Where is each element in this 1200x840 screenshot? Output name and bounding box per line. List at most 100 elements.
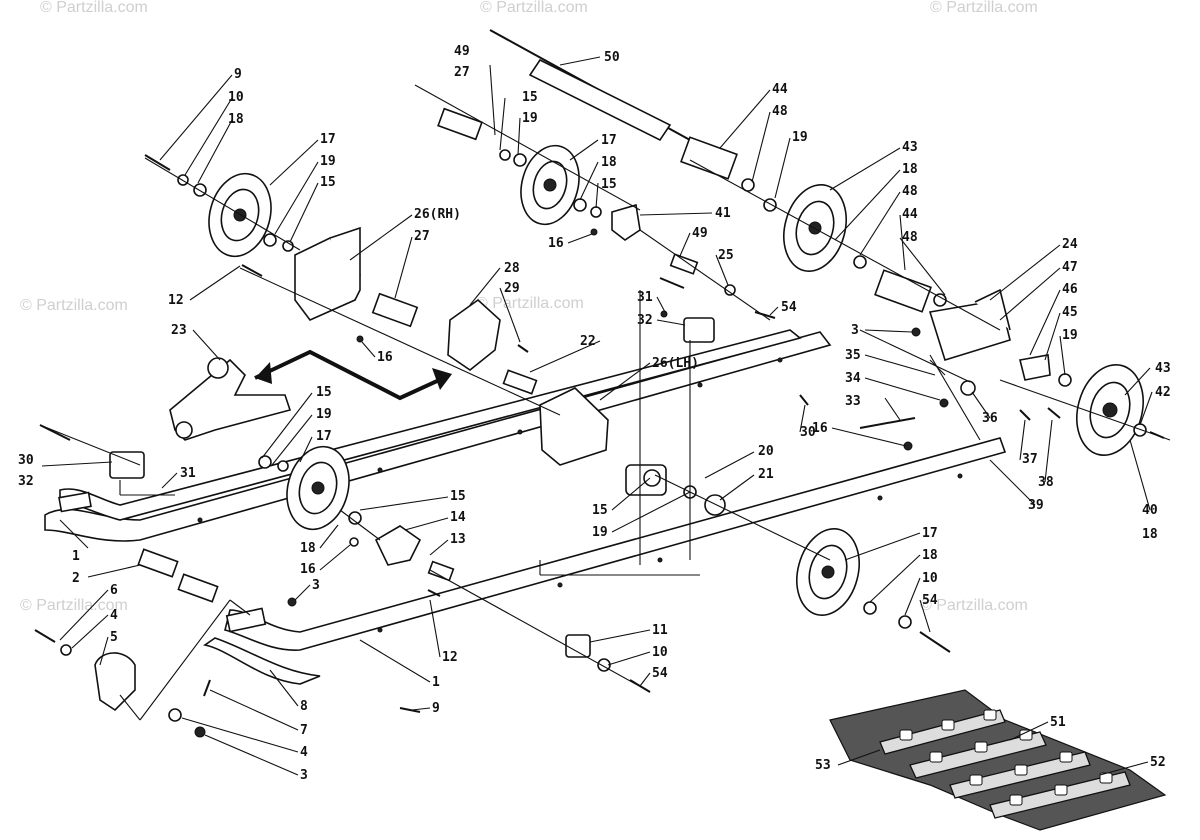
callout-16: 16 [377, 350, 393, 365]
callout-12: 12 [442, 650, 458, 665]
callout-19: 19 [320, 154, 336, 169]
watermark: © Partzilla.com [476, 295, 584, 312]
callout-37: 37 [1022, 452, 1038, 467]
callout-17: 17 [601, 133, 617, 148]
callout-35: 35 [845, 348, 861, 363]
callout-15: 15 [450, 489, 466, 504]
callout-29: 29 [504, 281, 520, 296]
callout-18: 18 [601, 155, 617, 170]
callout-42: 42 [1155, 385, 1171, 400]
callout-50: 50 [604, 50, 620, 65]
bracket-rh [294, 226, 361, 321]
callout-32: 32 [637, 313, 653, 328]
callout-21: 21 [758, 467, 774, 482]
watermark: © Partzilla.com [20, 597, 128, 614]
callout-2: 2 [72, 571, 80, 586]
blocks [109, 203, 715, 658]
callout-18: 18 [300, 541, 316, 556]
callout-9: 9 [432, 701, 440, 716]
callout-7: 7 [300, 723, 308, 738]
idler-wheel [286, 445, 350, 531]
callout-28: 28 [504, 261, 520, 276]
callout-6: 6 [110, 583, 118, 598]
callout-48: 48 [772, 104, 788, 119]
callout-30: 30 [18, 453, 34, 468]
callout-38: 38 [1038, 475, 1054, 490]
callout-51: 51 [1050, 715, 1066, 730]
callout-26-rh: 26(RH) [414, 207, 461, 222]
callout-47: 47 [1062, 260, 1078, 275]
callout-27: 27 [454, 65, 470, 80]
callout-9: 9 [234, 67, 242, 82]
callout-18: 18 [922, 548, 938, 563]
callout-34: 34 [845, 371, 861, 386]
callout-48: 48 [902, 184, 918, 199]
callout-10: 10 [922, 571, 938, 586]
callout-40: 40 [1142, 503, 1158, 518]
watermark: © Partzilla.com [480, 0, 588, 16]
callout-31: 31 [180, 466, 196, 481]
callout-3: 3 [300, 768, 308, 783]
callout-3: 3 [851, 323, 859, 338]
watermark: © Partzilla.com [20, 297, 128, 314]
callout-15: 15 [320, 175, 336, 190]
callout-19: 19 [316, 407, 332, 422]
watermark: © Partzilla.com [40, 0, 148, 16]
callout-43: 43 [902, 140, 918, 155]
clip [625, 464, 726, 516]
mount-plate [928, 288, 1051, 381]
callout-11: 11 [652, 623, 668, 638]
callout-15: 15 [522, 90, 538, 105]
callout-43: 43 [1155, 361, 1171, 376]
watermark: © Partzilla.com [920, 597, 1028, 614]
callout-45: 45 [1062, 305, 1078, 320]
idler-wheel [520, 144, 580, 226]
callout-1: 1 [432, 675, 440, 690]
callout-33: 33 [845, 394, 861, 409]
callout-4: 4 [110, 608, 118, 623]
bracket-lh [539, 387, 609, 466]
callout-24: 24 [1062, 237, 1078, 252]
callout-41: 41 [715, 206, 731, 221]
callout-54: 54 [922, 593, 938, 608]
callout-5: 5 [110, 630, 118, 645]
callout-54: 54 [781, 300, 797, 315]
callout-44: 44 [902, 207, 918, 222]
callout-49: 49 [692, 226, 708, 241]
callout-18: 18 [1142, 527, 1158, 542]
callout-14: 14 [450, 510, 466, 525]
callout-20: 20 [758, 444, 774, 459]
assembly-guides [119, 599, 251, 721]
watermark: © Partzilla.com [930, 0, 1038, 16]
callout-53: 53 [815, 758, 831, 773]
callout-23: 23 [171, 323, 187, 338]
idler-wheel [796, 527, 860, 617]
arm-bracket [447, 298, 501, 371]
callout-19: 19 [1062, 328, 1078, 343]
callout-18: 18 [902, 162, 918, 177]
idler-wheel [1076, 364, 1144, 456]
callout-15: 15 [592, 503, 608, 518]
callout-39: 39 [1028, 498, 1044, 513]
callout-49: 49 [454, 44, 470, 59]
callout-16: 16 [812, 421, 828, 436]
callout-19: 19 [522, 111, 538, 126]
track-section [829, 689, 1167, 831]
slide-rail-right [203, 437, 1007, 685]
callout-22: 22 [580, 334, 596, 349]
callout-25: 25 [718, 248, 734, 263]
callout-16: 16 [300, 562, 316, 577]
callout-30: 30 [800, 425, 816, 440]
callout-26-lh: 26(LH) [652, 356, 699, 371]
callout-27: 27 [414, 229, 430, 244]
callout-13: 13 [450, 532, 466, 547]
callout-labels: 9 10 18 17 19 15 26(RH) 27 12 23 16 28 2… [18, 44, 1171, 783]
callout-12: 12 [168, 293, 184, 308]
direction-arrow [254, 349, 452, 401]
callout-15: 15 [316, 385, 332, 400]
bumper [94, 652, 136, 712]
callout-32: 32 [18, 474, 34, 489]
callout-1: 1 [72, 549, 80, 564]
shaft [489, 29, 691, 142]
callout-16: 16 [548, 236, 564, 251]
